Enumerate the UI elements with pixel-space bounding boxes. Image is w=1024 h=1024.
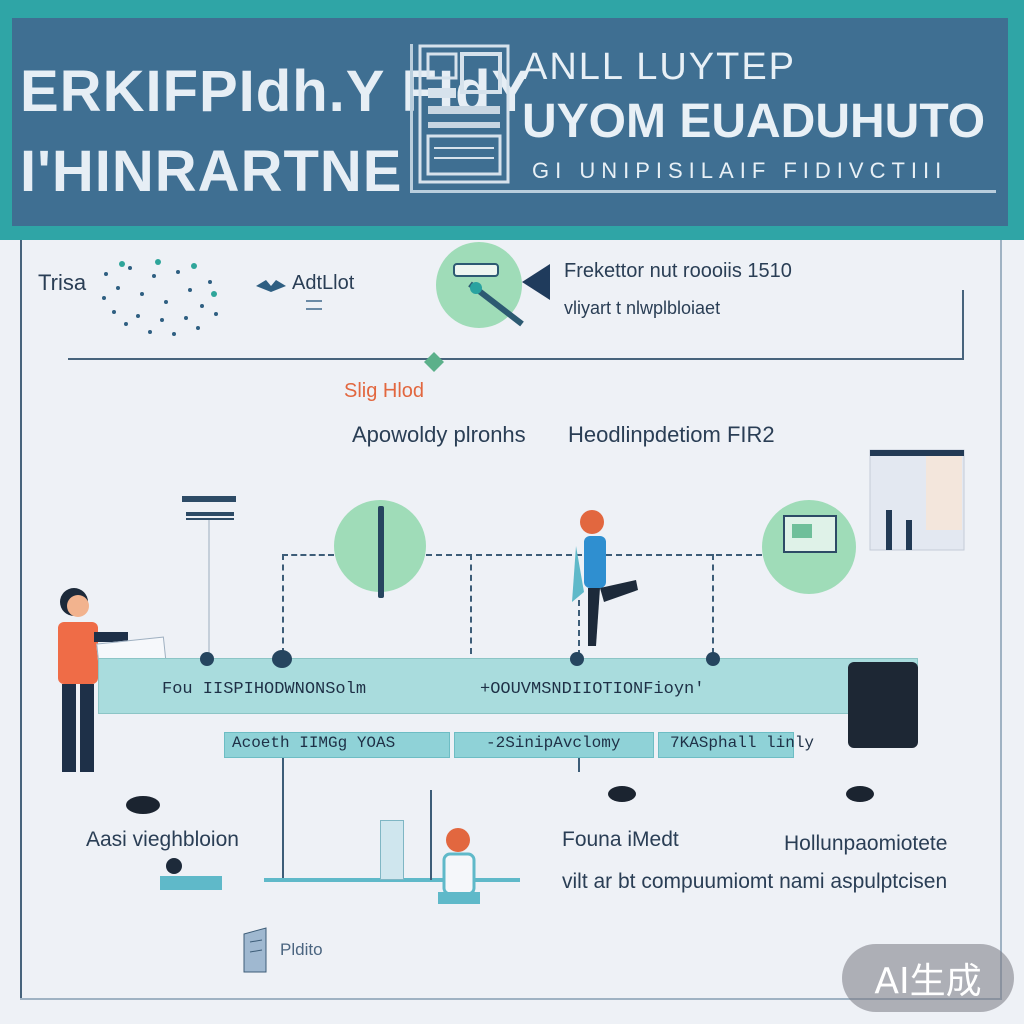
top-section-rule	[68, 358, 964, 360]
banner-underline	[410, 190, 996, 193]
person-sitting-illustration	[438, 828, 480, 904]
bottom-stem-mid	[430, 790, 432, 880]
ai-generated-watermark: AI生成	[842, 944, 1014, 1012]
divider-mark-2	[306, 308, 322, 310]
device-box	[848, 662, 918, 748]
flag-icon	[522, 264, 550, 300]
sub-bar-right	[658, 732, 794, 758]
main-bar-text-left: Fou IISPIHODWNONSolm	[162, 680, 367, 699]
banner-right-line1: ANLL LUYTEP	[522, 46, 797, 88]
top-left-label2: AdtLlot	[292, 272, 355, 294]
bottom-left-label: Aasi vieghbloion	[86, 828, 239, 851]
frame-bottom-line	[20, 998, 1000, 1000]
bar-node-4	[706, 652, 720, 666]
connector-v4	[712, 554, 714, 654]
left-stem	[208, 520, 210, 660]
bar-node-3	[570, 652, 584, 666]
divider-mark	[306, 300, 322, 302]
foot-node-right	[846, 786, 874, 802]
foot-node-mid	[608, 786, 636, 802]
small-cabinet	[380, 820, 404, 880]
main-bar-text-right: +OOUVMSNDIIOTIONFioyn'	[480, 680, 705, 699]
top-section-rule-right	[962, 290, 964, 360]
frame-left-line	[20, 240, 22, 1000]
building-icon	[243, 927, 267, 973]
frame-right-line	[1000, 240, 1002, 1000]
bird-icon	[256, 280, 286, 292]
scatter-dots-illustration	[102, 259, 218, 336]
banner-divider	[410, 44, 413, 192]
machine-illustration	[869, 449, 965, 551]
person-desk-illustration	[160, 858, 222, 890]
bar-node-2	[272, 650, 292, 668]
bottom-baseline	[264, 878, 520, 882]
connector-h1	[282, 554, 334, 556]
pen-icon	[378, 506, 384, 598]
connector-v2	[470, 554, 472, 654]
bottom-right-title: Hollunpaomiotete	[784, 832, 948, 855]
orange-label: Slig Hlod	[344, 380, 425, 402]
wrench-icon	[453, 263, 524, 327]
document-icon	[418, 44, 510, 184]
middle-label-right: Heodlinpdetiom FIR2	[568, 422, 775, 447]
top-left-label: Trisa	[38, 270, 87, 295]
sub-bar-text-right: 7KASphall linly	[670, 734, 815, 752]
banner-right-line3: GI UNIPISILAIF FIDIVCTIII	[532, 158, 948, 183]
banner-right-line2: UYOM EUADUHUTO	[522, 95, 986, 148]
banner-title-line2: I'HINRARTNE	[20, 139, 403, 204]
bottom-caption: vilt ar bt compuumiomt nami aspulptcisen	[562, 870, 948, 893]
bar-node-1	[200, 652, 214, 666]
person-standing-illustration	[58, 588, 128, 772]
sub-bar-text-left: Acoeth IIMGg YOAS	[232, 734, 396, 752]
main-process-bar	[98, 658, 918, 714]
connector-v1	[282, 554, 284, 654]
connector-v3	[578, 600, 580, 656]
bottom-stem-left	[282, 758, 284, 880]
sub-bar-mid	[454, 732, 654, 758]
screen-icon	[783, 515, 837, 553]
leaf-icon	[424, 352, 444, 372]
foot-node-left	[126, 796, 160, 814]
leg-mid	[578, 758, 580, 772]
top-right-line2: vliyart t nlwplbloiaet	[564, 298, 721, 318]
sub-bar-text-mid: -2SinipAvclomy	[486, 734, 621, 752]
footer-label: Pldito	[280, 940, 323, 959]
person-walking-illustration	[572, 510, 638, 646]
top-right-line1: Frekettor nut roooiis 1510	[564, 260, 792, 282]
striped-marker-icon	[182, 496, 236, 520]
sub-bar-left	[224, 732, 450, 758]
middle-label-left: Apowoldy plronhs	[352, 422, 526, 447]
bottom-mid-title: Founa iMedt	[562, 828, 679, 851]
